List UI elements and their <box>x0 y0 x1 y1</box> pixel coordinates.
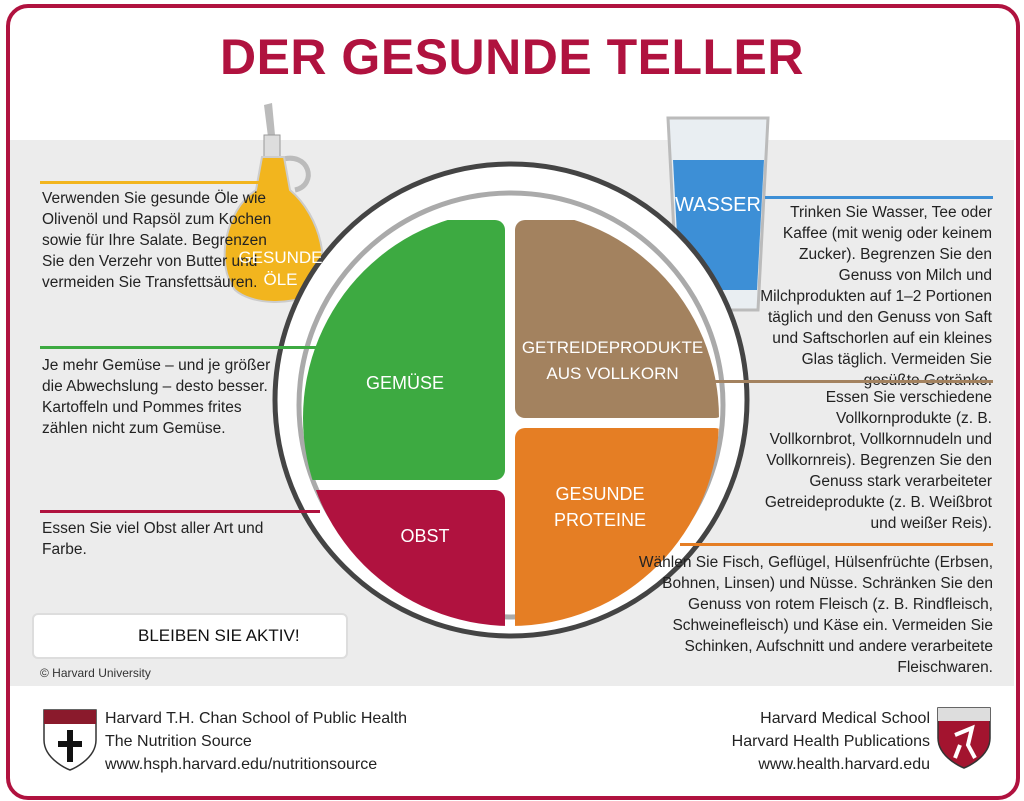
oil-bottle-icon <box>223 103 324 303</box>
poster-title: DER GESUNDE TELLER <box>219 29 805 85</box>
grains-divider <box>700 380 993 383</box>
vegetables-section <box>303 220 505 480</box>
footer-right: Harvard Medical School Harvard Health Pu… <box>630 707 930 776</box>
oil-divider <box>40 181 268 184</box>
oil-text: Verwenden Sie gesunde Öle wie Olivenöl u… <box>42 190 272 291</box>
water-label: WASSER <box>675 194 761 216</box>
vegetables-divider <box>40 346 330 349</box>
footer-left-line: The Nutrition Source <box>105 733 252 750</box>
stay-active-box: BLEIBEN SIE AKTIV! <box>32 613 348 659</box>
grains-text: Essen Sie verschiedene Vollkornprodukte … <box>764 389 992 532</box>
footer-right-line: Harvard Medical School <box>760 710 930 727</box>
harvard-shield-icon <box>43 709 97 771</box>
harvard-shield-icon <box>937 707 991 769</box>
water-text: Trinken Sie Wasser, Tee oder Kaffee (mit… <box>760 204 992 389</box>
protein-divider <box>680 543 993 546</box>
fruit-divider <box>40 510 320 513</box>
fruit-text: Essen Sie viel Obst aller Art und Farbe. <box>42 520 264 558</box>
plate-inner-ring <box>296 190 726 620</box>
stay-active-label: BLEIBEN SIE AKTIV! <box>138 626 300 645</box>
water-divider <box>765 196 993 199</box>
footer-right-line: Harvard Health Publications <box>731 733 930 750</box>
footer-left: Harvard T.H. Chan School of Public Healt… <box>105 707 407 776</box>
poster-frame <box>6 4 1020 800</box>
fruit-label: OBST <box>400 526 450 546</box>
footer-left-link[interactable]: www.hsph.harvard.edu/nutritionsource <box>105 756 378 773</box>
protein-text: Wählen Sie Fisch, Geflügel, Hülsenfrücht… <box>638 554 993 676</box>
vegetables-label: GEMÜSE <box>365 373 444 393</box>
footer-right-link[interactable]: www.health.harvard.edu <box>758 756 930 773</box>
footer-left-line: Harvard T.H. Chan School of Public Healt… <box>105 710 408 727</box>
vegetables-text: Je mehr Gemüse – und je größer die Abwec… <box>42 357 271 437</box>
copyright: © Harvard University <box>40 666 151 680</box>
